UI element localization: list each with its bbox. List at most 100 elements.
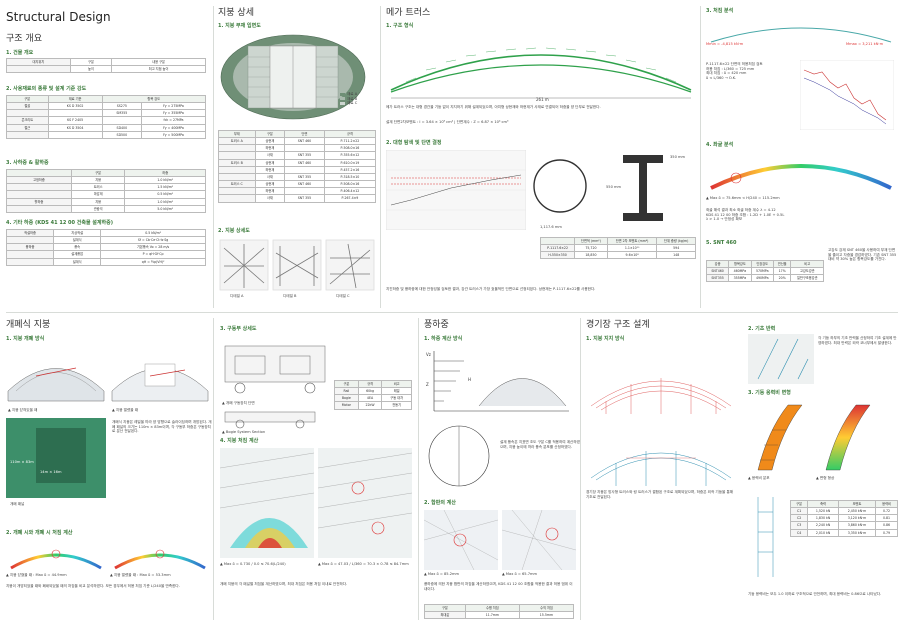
section-light-title: 경기장 구조 설계 xyxy=(586,320,650,330)
section-compare-table: 단면적 (mm²)단면 2차 모멘트 (mm⁴)단위 중량 (kg/m) P-1… xyxy=(539,236,696,260)
column-elevation-figure xyxy=(757,497,774,577)
legend-swatch xyxy=(340,92,345,96)
overview-s4-title: 4. 기타 하중 (KDS 41 12 00 건축물 설계하중) xyxy=(6,220,113,226)
divider xyxy=(418,318,419,620)
retract-cap-open: ▲ 지붕 열렸을 때 xyxy=(112,408,139,412)
roof-open-figure xyxy=(111,363,209,402)
divider xyxy=(213,318,214,620)
retract-cap-closed: ▲ 지붕 닫혀있을 때 xyxy=(8,408,38,412)
deflection-graph xyxy=(800,60,894,130)
detail-b-label: 디테일 B xyxy=(283,294,297,298)
retract-closed-deflection xyxy=(10,549,102,570)
buckling-s4-title: 4. 좌굴 분석 xyxy=(706,142,734,148)
detail-c-label: 디테일 C xyxy=(336,294,350,298)
wind-plate-figure-1 xyxy=(424,510,498,570)
divider xyxy=(6,312,898,313)
light-s3-title: 3. 기둥 응력비 변형 xyxy=(748,390,791,396)
truss-s2-title: 2. 대형 탐색 및 단면 결정 xyxy=(386,140,442,146)
retract-s4-cap-1: ▲ Max δ = 0.730 / 0.0 ≤ 70.6(L/240) xyxy=(220,562,286,566)
deflection-lines: P-1117.6×22 단면의 허용처짐 검토 허용 처짐 : L/360 = … xyxy=(706,62,798,81)
section-truss-title: 메가 트러스 xyxy=(386,8,431,18)
wind-s2-cap-2: ▲ Max δ = 65.7mm xyxy=(502,572,537,576)
snt-s5-title: 5. SNT 460 xyxy=(706,240,737,246)
deflection-arc xyxy=(710,27,892,43)
column-stress-figure xyxy=(757,404,803,471)
retract-dim-2: 14m × 16m xyxy=(40,470,62,474)
bogie-figure xyxy=(224,411,316,429)
divider xyxy=(213,6,214,308)
light-s1-title: 1. 지붕 지지 방식 xyxy=(586,336,625,342)
stadium-support-figure-1 xyxy=(590,378,732,414)
wind-s1-text: 설계 풍속은 지표면 조도 구분 C를 적용하여 계산하였으며, 지붕 높이에 … xyxy=(500,440,580,449)
roof-closed-figure xyxy=(7,367,105,402)
mega-truss-elevation: 261 m xyxy=(390,47,692,102)
retract-s1-title: 1. 지붕 개폐 방식 xyxy=(6,336,45,342)
wind-plate-figure-2 xyxy=(502,510,576,570)
wind-plan-figure xyxy=(428,425,490,487)
wind-s1-title: 1. 하중 계산 방식 xyxy=(424,336,463,342)
snt-desc: 고강도 강재 SNT 460을 사용하여 부재 단면을 줄이고 자중을 경감하였… xyxy=(828,248,897,262)
truss-section-plot xyxy=(386,150,526,230)
retract-s2-text: 지붕이 개방되었을 때와 폐쇄되었을 때의 처짐을 비교 분석하였다. 모든 경… xyxy=(6,584,180,588)
detail-a-label: 디테일 A xyxy=(230,294,244,298)
wind-s2-title: 2. 합판의 계산 xyxy=(424,500,456,506)
deflection-line: P-1117.6×22 단면의 허용처짐 검토 xyxy=(706,62,763,66)
retract-dim-1: 110m × 83m xyxy=(10,460,34,464)
roof-s1-title: 1. 지붕 부재 입면도 xyxy=(218,23,261,29)
section-wind-title: 풍하중 xyxy=(424,320,449,330)
retract-s2-title: 2. 개폐 시와 개폐 시 처짐 계산 xyxy=(6,530,73,536)
overview-s3-title: 3. 사하중 & 활하중 xyxy=(6,160,49,166)
roof-deflection-contour-1 xyxy=(220,448,314,558)
retract-plan-figure: 110m × 83m 14m × 16m xyxy=(6,418,106,498)
retract-s2-cap-closed: ▲ 지붕 닫혔을 때 : Max δ = 44.9mm xyxy=(6,573,67,577)
divider xyxy=(380,6,381,308)
light-s2-text: 각 기둥 하부의 기초 반력을 산정하여 기초 설계에 반영하였다. 최대 반력… xyxy=(818,336,897,345)
divider xyxy=(700,6,701,308)
wind-s2-text: 풍하중에 의한 지붕 합판의 처짐을 계산하였으며, KDS 41 12 00 … xyxy=(424,582,573,591)
overview-s2-title: 2. 사용재료의 종류 및 설계 기준 강도 xyxy=(6,86,87,92)
buckling-line: 좌굴 해석 결과 최소 좌굴 하중 계수 λ = 4.12 xyxy=(706,208,776,212)
legend-swatch xyxy=(340,97,345,101)
truss-span-label: 261 m xyxy=(536,97,549,102)
drive-cap-1: ▲ 개폐 구동장치 단면 xyxy=(222,401,255,405)
retract-s3-title: 3. 구동부 상세도 xyxy=(220,326,257,332)
pipe-dim: 1,117.6 mm xyxy=(540,225,562,229)
wind-label-h: H xyxy=(468,377,471,382)
truss-note: 지진하중 및 풍하중에 대한 안정성을 검토한 결과, 강관 트러스가 가장 효… xyxy=(386,287,596,291)
column-cap-2: ▲ 변형 형상 xyxy=(816,476,835,480)
section-overview-title: 구조 개요 xyxy=(6,34,42,44)
roof-legend: 재료 A 재료 B 재료 C xyxy=(340,92,357,106)
retract-s4-cap-2: ▲ Max δ = 47.03 / L/360 = 70.3 × 0.78 ≤ … xyxy=(318,562,409,566)
retract-plan-caption: 개폐 패널 xyxy=(10,502,25,506)
wind-s2-cap-1: ▲ Max δ = 85.2mm xyxy=(424,572,459,576)
retract-s1-text: 개폐식 지붕은 레일을 따라 양 방향으로 슬라이딩하며 개방된다. 개폐 패널… xyxy=(112,420,212,434)
section-roof-title: 지붕 상세 xyxy=(218,8,254,18)
buckling-lines: 좌굴 해석 결과 최소 좌굴 하중 계수 λ = 4.12 KDS 41 12 … xyxy=(706,208,896,222)
drive-cap-2: ▲ Bogie System Section xyxy=(222,430,266,434)
retract-s4-title: 4. 지붕 처짐 계산 xyxy=(220,438,259,444)
stadium-support-figure-2 xyxy=(590,451,732,486)
divider xyxy=(580,318,581,620)
retract-panel xyxy=(36,428,86,483)
pipe-section-figure xyxy=(533,159,587,213)
column-cap-1: ▲ 응력비 분포 xyxy=(748,476,770,480)
legend-label: 재료 A xyxy=(347,92,358,96)
buckling-figure xyxy=(710,164,892,190)
truss-desc2: 설계 단면2차모멘트 : I = 3.64 × 10⁶ cm⁴ | 단면계수 :… xyxy=(386,120,509,124)
retract-open-deflection xyxy=(114,549,206,570)
deflection-line: 허용 처짐 : L/360 = 725 mm xyxy=(706,66,755,71)
buckling-line: KDS 41 12 00 하중 조합 : 1.2D + 1.0E + 0.5L xyxy=(706,212,785,217)
light-s1-text: 경기장 지붕은 방사형 트러스와 링 트러스가 결합된 구조로 계획되었으며, … xyxy=(586,490,734,499)
retract-s2-cap-open: ▲ 지붕 열렸을 때 : Max δ = 53.3mm xyxy=(110,573,171,577)
foundation-figure xyxy=(748,334,814,384)
wind-label-vz: Vz xyxy=(426,352,431,357)
legend-label: 재료 B xyxy=(347,96,358,101)
buckling-line: λ > 1.0 → 안정성 확보 xyxy=(706,217,743,222)
